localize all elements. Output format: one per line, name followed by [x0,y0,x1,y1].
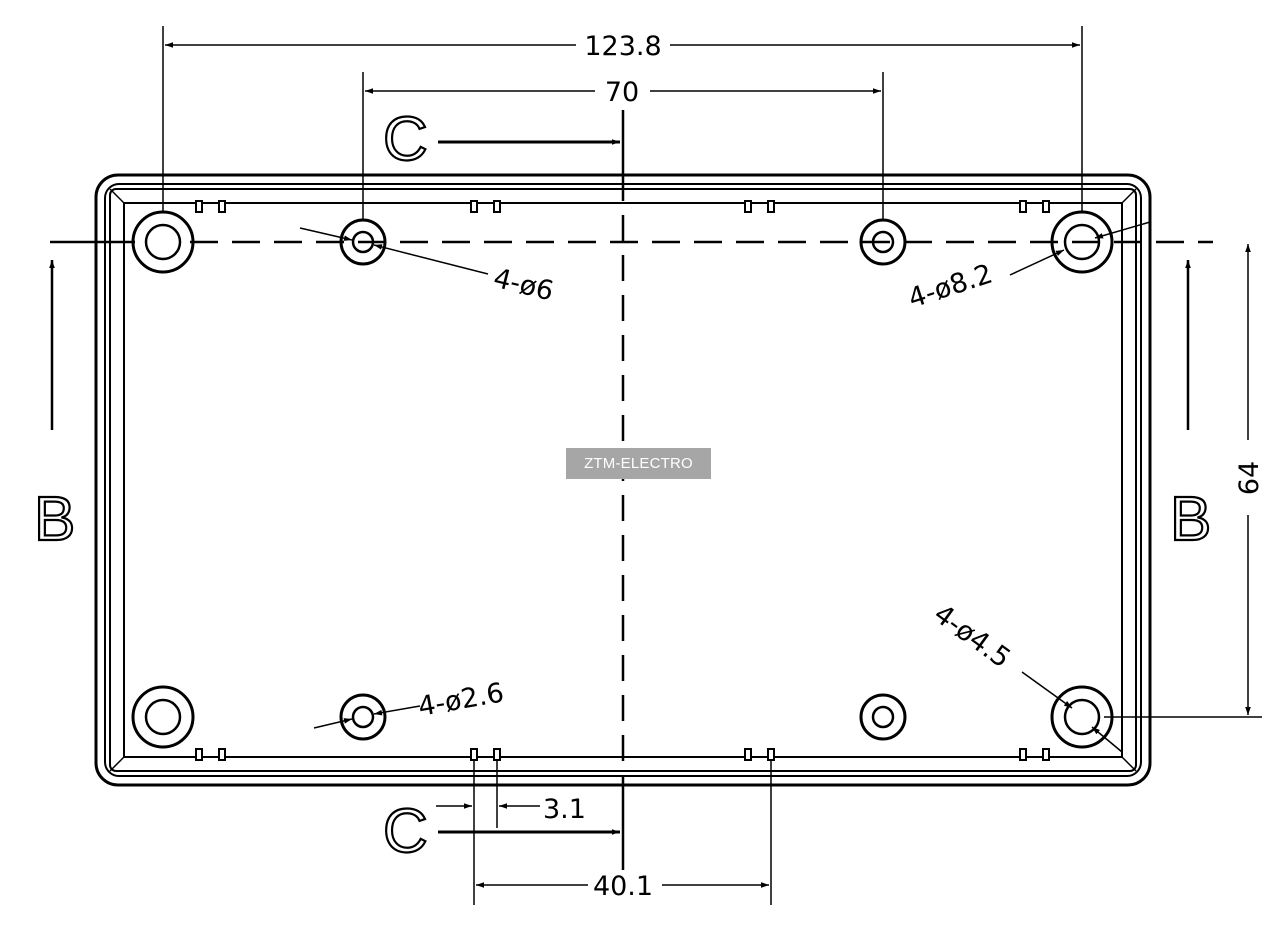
section-line-b [49,240,1213,430]
section-label-c-bottom: C [383,797,428,866]
callout-small-hole: 4-ø6 [490,263,556,308]
corner-boss-top-left [131,210,195,274]
dimension-boss-spacing [362,72,884,220]
section-label-b-right: B [1170,485,1211,554]
watermark-badge: ZTM-ELECTRO [566,448,711,479]
dimension-height [1104,244,1262,718]
dimension-overall-width [162,26,1083,212]
dimension-label-slot-spacing: 40.1 [593,871,653,902]
section-label-b-left: B [34,485,75,554]
leader-corner-inner [1021,671,1123,753]
section-label-c-top: C [383,105,428,174]
callout-corner-outer: 4-ø8.2 [905,258,997,314]
dimension-slot-spacing [473,760,772,905]
dimension-label-height: 64 [1234,461,1265,495]
dimension-label-slot-width: 3.1 [543,794,586,825]
callout-corner-inner: 4-ø4.5 [928,599,1016,675]
corner-boss-bottom-right [1050,685,1114,749]
wall-slots [195,200,1050,761]
leader-small-hole [299,227,489,275]
inner-boss-bottom-left [339,693,387,741]
dimension-label-boss-spacing: 70 [605,77,639,108]
dimension-slot-width [436,760,540,828]
section-line-c [438,110,625,870]
callout-bottom-hole: 4-ø2.6 [416,677,506,723]
inner-boss-bottom-right [859,693,907,741]
corner-boss-bottom-left [131,685,195,749]
leader-bottom-hole [313,705,421,729]
leader-corner-outer [1009,221,1151,276]
dimension-label-overall-width: 123.8 [584,31,661,62]
